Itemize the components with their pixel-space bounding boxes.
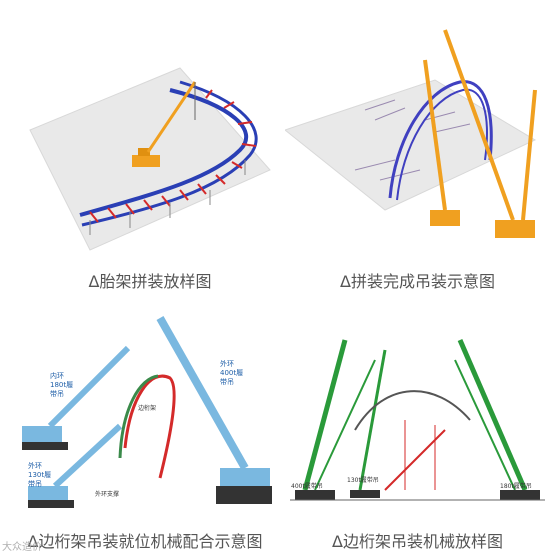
- label-outer-small-1: 外环: [28, 461, 42, 470]
- panel-assembly-layout: [20, 60, 280, 260]
- panel-lifting-diagram: [285, 20, 550, 260]
- edge-truss-layout-illustration: 400t履带吊 130t履带吊 180t履带吊: [290, 339, 545, 501]
- label-outer-crane-1: 外环: [220, 359, 234, 368]
- panel-edge-truss-layout: 400t履带吊 130t履带吊 180t履带吊: [285, 310, 550, 522]
- caption-lifting-diagram: Δ拼装完成吊装示意图: [340, 272, 495, 291]
- panel-edge-truss-cranes: 内环 180t履 带吊 外环 400t履 带吊 外环 130t履 带吊 边桁架 …: [10, 298, 280, 520]
- watermark: 大众造价: [2, 542, 42, 553]
- label-left-crane: 400t履带吊: [291, 482, 323, 490]
- label-outer-small-3: 带吊: [28, 480, 42, 488]
- label-inner-crane-1: 内环: [50, 371, 64, 380]
- label-outer-crane-3: 带吊: [220, 378, 234, 386]
- lifting-diagram-illustration: [285, 29, 537, 238]
- label-inner-crane-2: 180t履: [50, 381, 73, 389]
- caption-assembly-layout: Δ胎架拼装放样图: [88, 272, 212, 291]
- label-inner-crane-3: 带吊: [50, 390, 64, 398]
- assembly-layout-illustration: [29, 67, 271, 251]
- label-outer-small-2: 130t履: [28, 471, 51, 479]
- label-outer-crane-2: 400t履: [220, 369, 243, 377]
- label-middle-crane: 130t履带吊: [347, 476, 379, 484]
- caption-edge-truss-layout: Δ边桁架吊装机械放样图: [332, 532, 503, 551]
- caption-edge-truss-cranes: Δ边桁架吊装就位机械配合示意图: [27, 532, 263, 551]
- edge-truss-cranes-illustration: 内环 180t履 带吊 外环 400t履 带吊 外环 130t履 带吊 边桁架 …: [22, 316, 272, 508]
- label-support-tag: 外环支撑: [95, 490, 119, 498]
- label-right-crane: 180t履带吊: [500, 482, 532, 490]
- label-truss-tag: 边桁架: [138, 404, 156, 412]
